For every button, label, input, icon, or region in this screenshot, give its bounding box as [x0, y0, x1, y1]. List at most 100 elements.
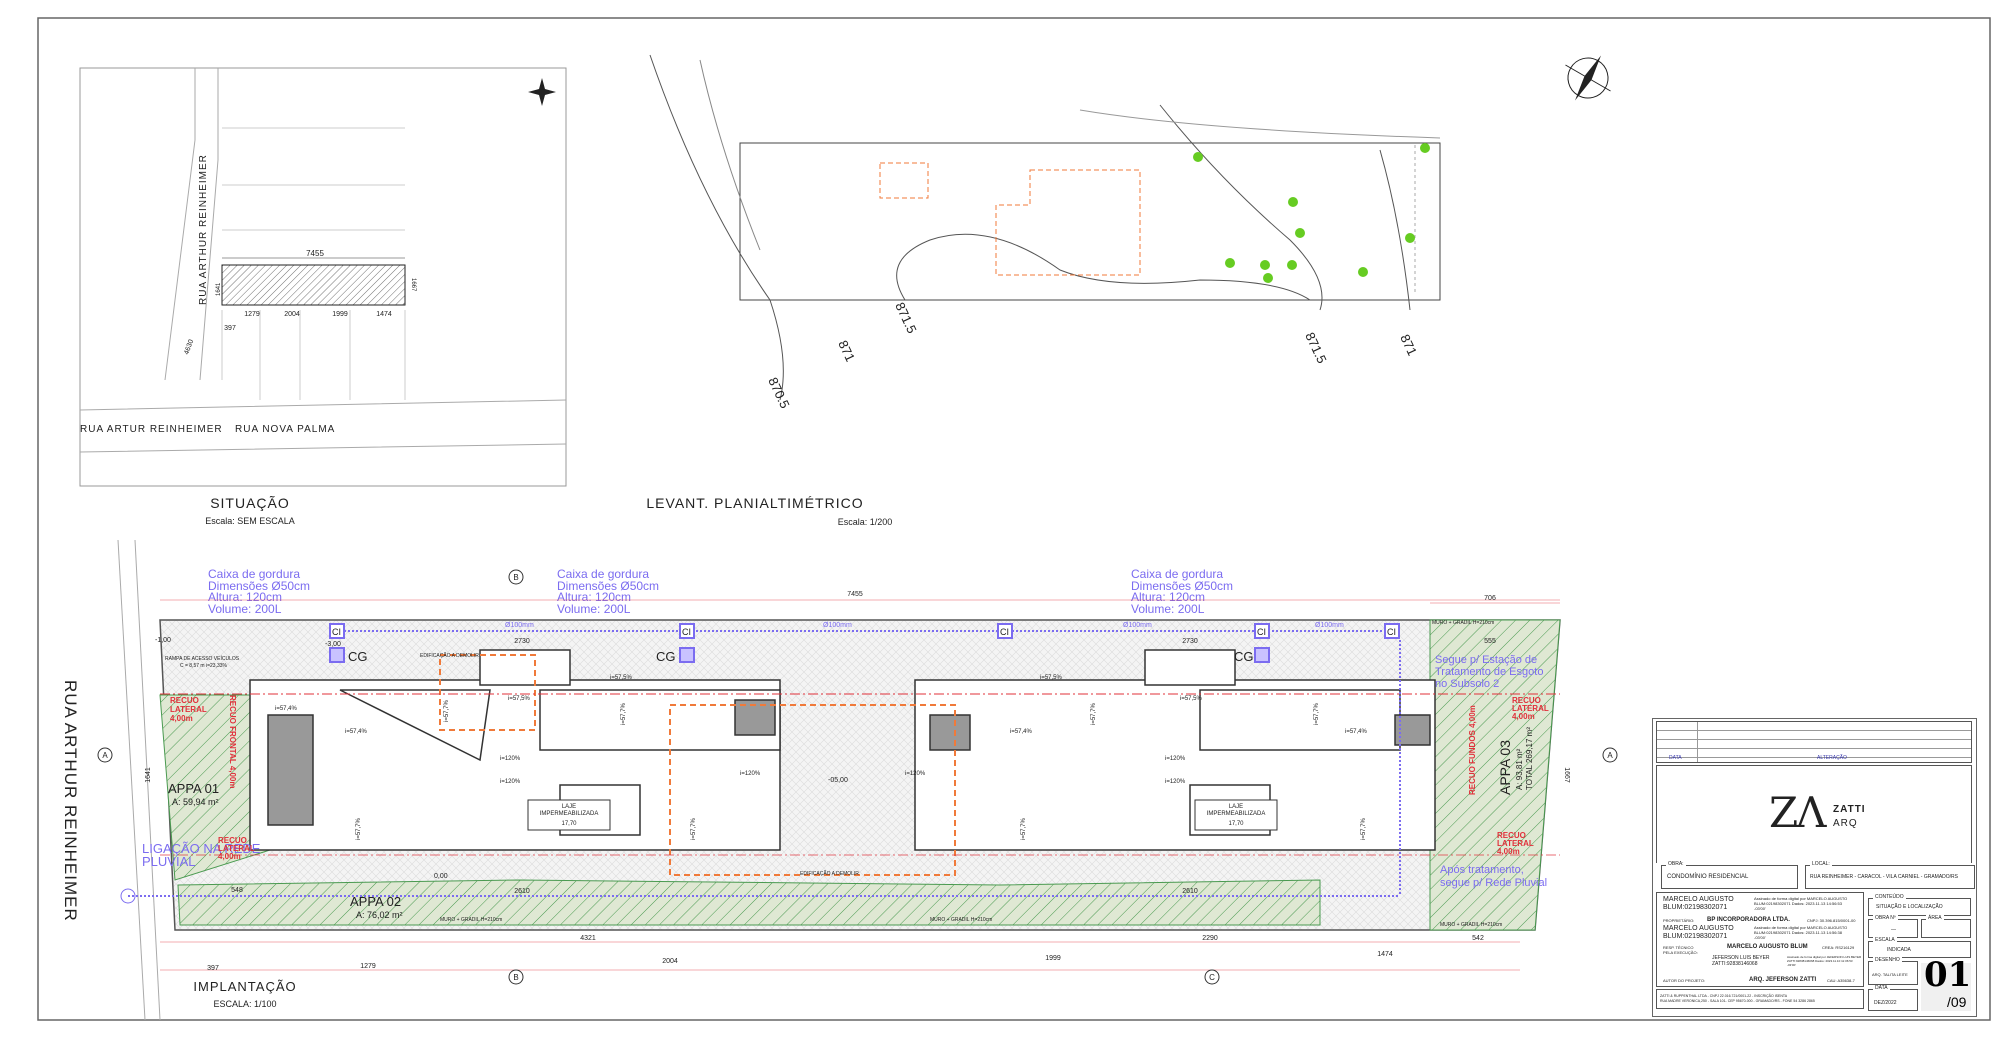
obra-number-field: OBRA Nº — — [1868, 915, 1918, 938]
slope-label-57-7: i=57,7% — [1314, 702, 1320, 725]
implantacao-laje-2: 17,70 — [561, 821, 577, 827]
title-block-address: RUA MADRE VERONICA,250 - SALA 101- CEP 9… — [1660, 999, 1815, 1003]
implantacao-recuo-lateral-0: RECUO — [170, 696, 199, 705]
implantacao-appa03-total: TOTAL 269,17 m² — [1525, 727, 1534, 790]
implantacao-slopes-0: i=57,4% — [1010, 729, 1033, 735]
implantacao-slopes-1: i=57,5% — [508, 696, 531, 702]
implantacao-grease-box-1: Dimensões Ø50cm — [208, 579, 310, 593]
logo: ZΛ ZATTI ARQ — [1656, 765, 1972, 863]
implantacao-slopes-3: i=120% — [905, 771, 926, 777]
implantacao-laje-0: LAJE — [1229, 804, 1243, 810]
title-block-autor: ARQ. JEFERSON ZATTI — [1749, 977, 1817, 983]
implantacao-recuo-lateral-1: LATERAL — [170, 705, 207, 714]
implantacao-recuo-lateral-2: 4,00m — [218, 852, 241, 861]
implantacao-laje-2: 17,70 — [1228, 821, 1244, 827]
situacao-dims-offset: 397 — [224, 325, 236, 332]
situacao-dims-left: 1641 — [216, 282, 222, 296]
building-block-left — [249, 649, 781, 851]
data-field: DATA DEZ/2022 — [1868, 985, 1918, 1011]
implantacao-recuo-lateral-2: 4,00m — [1512, 712, 1535, 721]
situacao-dims-top: 7455 — [306, 249, 324, 258]
implantacao-dims-d2290: 2290 — [1202, 935, 1218, 942]
levantamento-contours-3: 871.5 — [1302, 330, 1329, 366]
grease-box-icon — [329, 647, 1270, 663]
revision-table: DATA ALTERAÇÃO — [1656, 721, 1972, 763]
implantacao-muro: MURO + GRADIL H=210cm — [1440, 922, 1502, 928]
title-block-sheet-total: /09 — [1947, 994, 1967, 1010]
implantacao-slopes-3: i=120% — [1165, 779, 1186, 785]
implantacao-laje-0: LAJE — [562, 804, 576, 810]
implantacao-dims-d706: 706 — [1484, 595, 1496, 602]
title-block-area-label: ÁREA — [1926, 915, 1944, 921]
survey-scale: Escala: 1/200 — [838, 517, 893, 527]
title-block-conteudo-label: CONTEÚDO — [1873, 894, 1906, 900]
implantacao-edificacao: EDIFICAÇÃO A DEMOLIR — [420, 652, 479, 659]
tree-icon — [1193, 143, 1430, 283]
slope-label-57-7: i=57,7% — [1021, 817, 1027, 840]
implantacao-dims-d542: 542 — [1472, 935, 1484, 942]
implantacao-ci: CI — [682, 627, 691, 637]
implantacao-levels-1: -3,00 — [325, 641, 341, 648]
implantacao-dims-d1641: 1641 — [145, 767, 152, 783]
situacao-dims-d3: 1999 — [332, 311, 348, 318]
implantacao-dims-d2004: 2004 — [662, 958, 678, 965]
situation-plan: 7455 RUA ARTHUR REINHEIMER 1641 1667 127… — [79, 67, 567, 487]
implantacao-muro: MURO + GRADIL H=210cm — [440, 917, 502, 923]
implantacao-grease-box-2: Altura: 120cm — [208, 590, 282, 604]
implantacao-sections-a: A — [1607, 751, 1613, 760]
implantacao-laje-1: IMPERMEABILIZADA — [540, 811, 599, 817]
slope-label-57-7: i=57,7% — [1091, 702, 1097, 725]
implantacao-dims-d2610b: 2610 — [1182, 888, 1198, 895]
implantacao-dims-d2610a: 2610 — [514, 888, 530, 895]
north-arrow-icon — [1565, 55, 1611, 101]
title-block-sig1-name: MARCELO AUGUSTO BLUM:02198302071 — [1663, 896, 1734, 911]
implantacao-grease-box-1: Dimensões Ø50cm — [1131, 579, 1233, 593]
implantacao-recuo-lateral-1: LATERAL — [218, 844, 255, 853]
situation-scale: Escala: SEM ESCALA — [205, 516, 295, 526]
implantacao-pipe: Ø100mm — [1123, 622, 1152, 629]
slope-label-57-7: i=57,7% — [691, 817, 697, 840]
appa-02-area — [177, 879, 1321, 926]
title-block-data: DEZ/2022 — [1874, 1000, 1897, 1006]
implantacao-sections-b: B — [513, 973, 518, 982]
implantacao-dims-d1667: 1667 — [1563, 767, 1570, 783]
situacao-dims-diag: 4630 — [183, 339, 195, 356]
implantacao-grease-box-3: Volume: 200L — [1131, 602, 1205, 616]
implantacao-estacao-0: Segue p/ Estação de — [1435, 654, 1537, 666]
implantacao-slopes-1: i=57,5% — [1040, 675, 1063, 681]
implantacao-slopes-0: i=57,4% — [1345, 729, 1368, 735]
street-label: RUA ARTHUR REINHEIMER — [61, 680, 80, 922]
implantacao-slopes-3: i=120% — [1165, 756, 1186, 762]
levantamento-contours-1: 871 — [835, 338, 858, 364]
situacao-dims-d1: 1279 — [244, 311, 260, 318]
title-block-local-label: LOCAL: — [1810, 861, 1832, 867]
implantacao-rampa-0: RAMPA DE ACESSO VEÍCULOS — [165, 655, 240, 662]
implantacao-grease-box-1: Dimensões Ø50cm — [557, 579, 659, 593]
implantacao-dims-d555: 555 — [1484, 638, 1496, 645]
signatures-panel: MARCELO AUGUSTO BLUM:02198302071 Assinad… — [1656, 892, 1864, 987]
title-block-resp-label: RESP. TÉCNICO PELA EXECUÇÃO: — [1663, 945, 1698, 955]
company-info: ZATTI & RUPPENTHAL LTDA - CNPJ 22.016.72… — [1656, 989, 1864, 1009]
situacao-dims-d2: 2004 — [284, 311, 300, 318]
title-block-proprietario-label: PROPRIETÁRIO: — [1663, 918, 1695, 923]
implantacao-ligacao-0: LIGAÇÃO NA REDE — [142, 841, 261, 856]
title-block-escala: INDICADA — [1887, 947, 1911, 953]
building-block-right — [914, 649, 1436, 851]
implantacao-levels-2: 0,00 — [434, 873, 448, 880]
implantacao-recuo-fundos: RECUO FUNDOS 4,00m — [1468, 705, 1477, 795]
title-block-cau: CAU: A35638-7 — [1827, 978, 1855, 983]
slope-label-57-7: i=57,7% — [356, 817, 362, 840]
implantacao-appa01-area: A: 59,94 m² — [172, 797, 219, 807]
implantacao-recuo-lateral-1: LATERAL — [1497, 839, 1534, 848]
implantacao-dims-d4321: 4321 — [580, 935, 596, 942]
implantacao-grease-box-3: Volume: 200L — [557, 602, 631, 616]
implantacao-cg: CG — [348, 649, 368, 664]
implantacao-cg: CG — [656, 649, 676, 664]
title-block-obra-n-label: OBRA Nº — [1873, 915, 1898, 921]
implantacao-slopes-3: i=120% — [500, 779, 521, 785]
situacao-street-bottom-2: RUA NOVA PALMA — [235, 424, 335, 435]
site-plan-scale: ESCALA: 1/100 — [213, 999, 276, 1009]
title-block-obra-label: OBRA: — [1666, 861, 1686, 867]
implantacao-dims-d548: 548 — [231, 887, 243, 894]
